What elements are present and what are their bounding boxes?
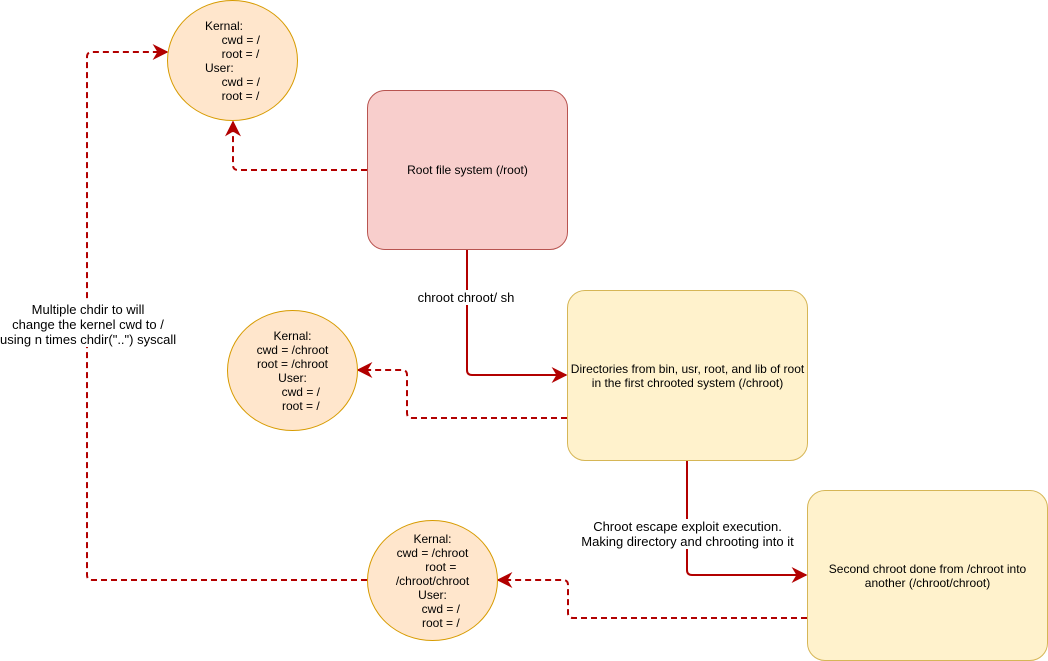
second-chroot-box: Second chroot done from /chroot into ano… <box>807 490 1048 661</box>
root-fs-box: Root file system (/root) <box>367 90 568 250</box>
second-chroot-label: Second chroot done from /chroot into ano… <box>828 561 1027 590</box>
escape-exploit-label: Chroot escape exploit execution. Making … <box>580 519 795 549</box>
edge-first-chroot-to-second-chroot <box>686 460 808 583</box>
root-fs-label: Root file system (/root) <box>407 163 528 177</box>
edge-first-chroot-to-middle-state <box>356 362 567 419</box>
bottom-state-text: Kernal: cwd = /chroot root = /chroot/chr… <box>395 531 470 630</box>
bottom-state-ellipse: Kernal: cwd = /chroot root = /chroot/chr… <box>367 520 498 641</box>
middle-state-ellipse: Kernal: cwd = /chroot root = /chroot Use… <box>227 310 358 431</box>
top-state-ellipse: Kernal: cwd = / root = / User: cwd = / r… <box>167 0 298 121</box>
chroot-command-label: chroot chroot/ sh <box>412 290 520 305</box>
first-chroot-box: Directories from bin, usr, root, and lib… <box>567 290 808 461</box>
edge-root-to-top-state <box>225 120 367 171</box>
edge-second-chroot-to-bottom-state <box>496 572 807 619</box>
first-chroot-label: Directories from bin, usr, root, and lib… <box>570 361 805 390</box>
top-state-text: Kernal: cwd = / root = / User: cwd = / r… <box>204 18 261 103</box>
multiple-chdir-label: Multiple chdir to will change the kernel… <box>0 302 177 347</box>
edge-root-to-first-chroot <box>466 250 568 383</box>
middle-state-text: Kernal: cwd = /chroot root = /chroot Use… <box>256 328 329 413</box>
